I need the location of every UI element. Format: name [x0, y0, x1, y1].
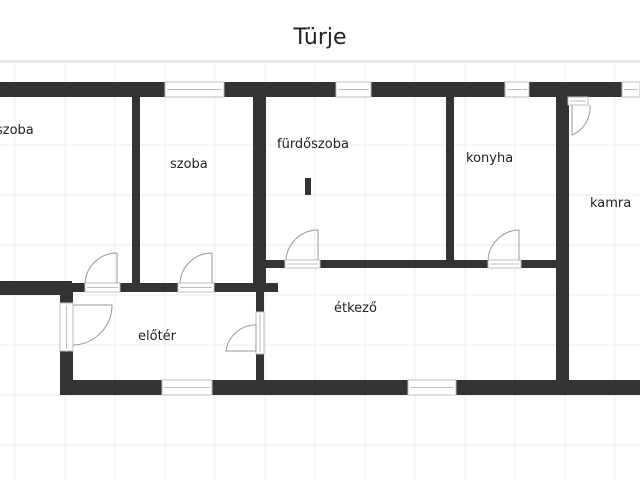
- room-label-szoba-left: szoba: [0, 123, 34, 138]
- windows: [59, 81, 640, 396]
- door-swing: [179, 252, 213, 284]
- door-swing: [225, 324, 257, 352]
- wall: [0, 281, 72, 295]
- doors: [72, 104, 591, 352]
- door-swing: [487, 229, 520, 261]
- wall: [60, 380, 640, 395]
- door-swing: [72, 304, 113, 346]
- floor-plan: szoba szoba fürdőszoba konyha kamra előt…: [0, 63, 640, 480]
- wall: [556, 97, 569, 392]
- wall: [132, 97, 140, 287]
- page-title: Türje: [293, 24, 347, 50]
- door-swing: [84, 252, 118, 284]
- fixture: [305, 178, 311, 195]
- door-swing: [571, 104, 591, 136]
- wall: [253, 97, 266, 287]
- wall: [266, 260, 556, 268]
- room-label-konyha: konyha: [466, 151, 513, 166]
- door-swing: [285, 229, 319, 261]
- walls: [0, 82, 640, 395]
- header: Türje: [0, 0, 640, 63]
- room-label-eloter: előtér: [138, 329, 177, 344]
- wall: [72, 283, 278, 292]
- background-grid: [0, 63, 640, 480]
- room-label-kamra: kamra: [590, 196, 631, 211]
- room-label-etkezo: étkező: [334, 301, 377, 316]
- wall: [0, 82, 640, 97]
- room-label-furdoszoba: fürdőszoba: [277, 137, 349, 152]
- wall: [446, 97, 454, 264]
- room-label-szoba: szoba: [170, 157, 208, 172]
